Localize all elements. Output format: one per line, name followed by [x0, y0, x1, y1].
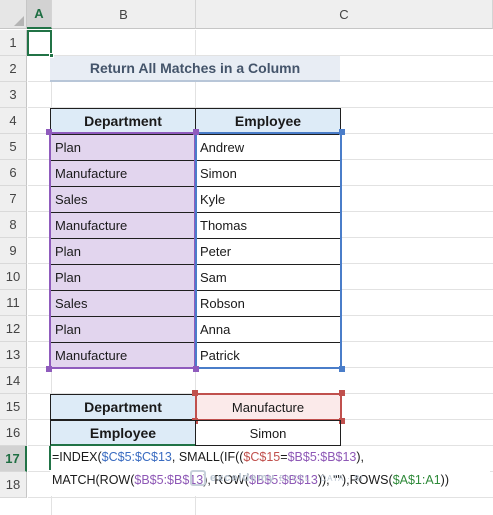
row-header-10[interactable]: 10	[0, 264, 27, 290]
lookup-value-department[interactable]: Manufacture	[195, 394, 341, 420]
cell-employee[interactable]: Simon	[195, 160, 341, 187]
formula-token: $B$5:$B$13	[287, 450, 357, 464]
cell-department[interactable]: Manufacture	[50, 212, 196, 239]
row-header-2[interactable]: 2	[0, 56, 27, 82]
row-header-18[interactable]: 18	[0, 472, 27, 498]
dept-range-highlight	[49, 132, 196, 369]
row-header-9[interactable]: 9	[0, 238, 27, 264]
cell-department[interactable]: Manufacture	[50, 160, 196, 187]
range-handle[interactable]	[192, 390, 198, 396]
row-header-8[interactable]: 8	[0, 212, 27, 238]
row-header-13[interactable]: 13	[0, 342, 27, 368]
range-handle[interactable]	[46, 129, 52, 135]
formula-token: $B$5:$B$13	[134, 473, 204, 487]
row-header-5[interactable]: 5	[0, 134, 27, 160]
sheet-title[interactable]: Return All Matches in a Column	[50, 56, 340, 82]
emp-range-highlight	[195, 132, 342, 369]
formula-token: =	[280, 450, 288, 464]
cell-department[interactable]: Manufacture	[50, 342, 196, 369]
formula-token: ))	[440, 473, 449, 487]
formula-token: ),	[356, 450, 365, 464]
range-handle[interactable]	[193, 366, 199, 372]
formula-line-2: MATCH(ROW($B$5:$B$13), ROW($B$5:$B$13)),…	[52, 469, 490, 492]
formula-token: $A$1:A1	[392, 473, 441, 487]
row-header-14[interactable]: 14	[0, 368, 27, 394]
select-all-icon	[14, 16, 24, 26]
range-handle[interactable]	[46, 366, 52, 372]
watermark: exceldemy EXCEL · DATA · BI	[190, 470, 364, 486]
formula-token: ), ROW(	[203, 473, 250, 487]
criteria-highlight	[195, 393, 342, 421]
range-handle[interactable]	[339, 390, 345, 396]
gridline	[28, 107, 493, 108]
watermark-subtext: EXCEL · DATA · BI	[279, 473, 364, 483]
row-header-11[interactable]: 11	[0, 290, 27, 316]
formula-token: MATCH(ROW(	[52, 473, 135, 487]
cell-employee[interactable]: Andrew	[195, 134, 341, 161]
row-header-17[interactable]: 17	[0, 446, 27, 472]
lookup-label-department[interactable]: Department	[50, 394, 196, 420]
select-all-corner[interactable]	[0, 0, 27, 29]
table-header-employee[interactable]: Employee	[195, 108, 341, 134]
column-header-b[interactable]: B	[52, 0, 196, 29]
formula-token: $C$15	[243, 450, 281, 464]
formula-token: $C$5:$C$13	[101, 450, 172, 464]
lookup-value-employee[interactable]: Simon	[195, 420, 341, 446]
table-header-department[interactable]: Department	[50, 108, 196, 134]
watermark-text: exceldemy	[210, 472, 276, 484]
formula-editor[interactable]: =INDEX($C$5:$C$13, SMALL(IF(($C$15=$B$5:…	[50, 446, 490, 496]
row-header-15[interactable]: 15	[0, 394, 27, 420]
formula-token: $B$5:$B$13	[249, 473, 318, 487]
active-cell-a1[interactable]	[27, 30, 52, 56]
row-header-6[interactable]: 6	[0, 160, 27, 186]
range-handle[interactable]	[193, 129, 199, 135]
formula-line-1: =INDEX($C$5:$C$13, SMALL(IF(($C$15=$B$5:…	[52, 446, 490, 469]
cell-department[interactable]: Plan	[50, 238, 196, 265]
formula-token: )), ""),ROWS(	[317, 473, 393, 487]
lookup-label-employee[interactable]: Employee	[50, 420, 196, 446]
edit-cursor	[49, 446, 51, 470]
cell-department[interactable]: Sales	[50, 290, 196, 317]
cell-employee[interactable]: Kyle	[195, 186, 341, 213]
row-header-1[interactable]: 1	[0, 30, 27, 56]
formula-token: =INDEX(	[52, 450, 102, 464]
row-header-7[interactable]: 7	[0, 186, 27, 212]
formula-token: , SMALL(IF((	[171, 450, 244, 464]
range-handle[interactable]	[339, 418, 345, 424]
row-header-4[interactable]: 4	[0, 108, 27, 134]
range-handle[interactable]	[339, 129, 345, 135]
cell-employee[interactable]: Sam	[195, 264, 341, 291]
column-header-a[interactable]: A	[27, 0, 52, 29]
cell-department[interactable]: Plan	[50, 316, 196, 343]
gridline	[28, 497, 493, 498]
row-header-3[interactable]: 3	[0, 82, 27, 108]
gridline	[28, 55, 493, 56]
range-handle[interactable]	[339, 366, 345, 372]
cell-department[interactable]: Sales	[50, 186, 196, 213]
row-header-12[interactable]: 12	[0, 316, 27, 342]
fill-handle[interactable]	[49, 53, 54, 58]
column-header-c[interactable]: C	[196, 0, 493, 29]
watermark-logo-icon	[190, 470, 206, 486]
row-header-16[interactable]: 16	[0, 420, 27, 446]
